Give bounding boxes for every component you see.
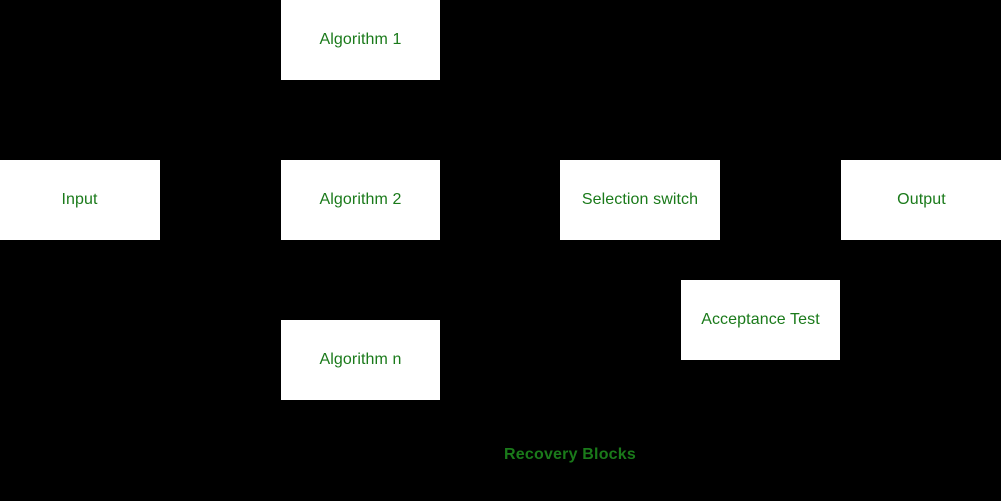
node-algorithm-1-label: Algorithm 1	[319, 30, 402, 48]
node-selection-switch[interactable]: Selection switch	[560, 160, 720, 240]
node-algorithm-n[interactable]: Algorithm n	[281, 320, 440, 400]
node-algorithm-1[interactable]: Algorithm 1	[281, 0, 440, 80]
node-input-label: Input	[61, 191, 98, 208]
node-algorithm-n-label: Algorithm n	[319, 351, 402, 368]
node-selection-switch-label: Selection switch	[581, 191, 699, 208]
node-acceptance-test-label: Acceptance Test	[701, 311, 820, 328]
diagram-caption: Recovery Blocks	[504, 446, 636, 463]
node-output[interactable]: Output	[841, 160, 1001, 240]
node-output-label: Output	[897, 191, 946, 208]
node-algorithm-2[interactable]: Algorithm 2	[281, 160, 440, 240]
node-input[interactable]: Input	[0, 160, 160, 240]
node-acceptance-test[interactable]: Acceptance Test	[681, 280, 840, 360]
node-algorithm-2-label: Algorithm 2	[319, 191, 402, 208]
